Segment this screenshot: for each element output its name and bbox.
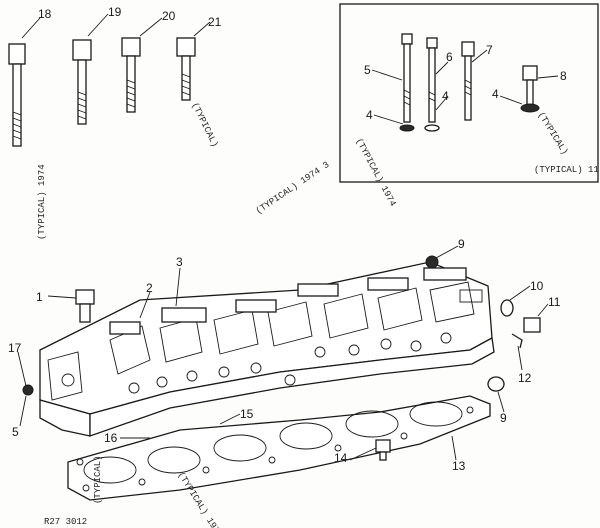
callout-3: 3: [176, 255, 183, 269]
bolt-18: [8, 43, 26, 147]
callout-17: 17: [8, 341, 22, 355]
callout-13: 13: [452, 459, 466, 473]
leader-19: [87, 13, 109, 37]
leader-8: [537, 75, 559, 79]
callout-5-lower: 5: [12, 425, 19, 439]
bolt-19: [72, 39, 92, 125]
inset-bolt-6: [424, 37, 440, 132]
leader-10: [509, 285, 531, 301]
callout-16: 16: [104, 431, 118, 445]
callout-20: 20: [162, 9, 176, 23]
note-inset-right: (TYPICAL) 11: [534, 165, 599, 175]
callout-19: 19: [108, 5, 122, 19]
part-1-fitting: [75, 289, 95, 323]
part-9-plug-side: [487, 376, 505, 392]
leader-13: [451, 435, 457, 461]
leader-3: [175, 267, 181, 307]
part-11-plug: [523, 317, 541, 333]
leader-7: [471, 49, 488, 63]
leader-5-lower: [19, 395, 27, 427]
inset-bolt-7: [461, 41, 475, 121]
leader-17: [17, 351, 27, 387]
callout-4-inset-a: 4: [366, 108, 373, 122]
bolt-21: [176, 37, 196, 101]
callout-15: 15: [240, 407, 254, 421]
leader-1: [47, 295, 77, 299]
callout-11: 11: [548, 295, 561, 309]
leader-15: [219, 413, 241, 425]
leader-4c: [499, 95, 523, 105]
callout-4-inset-c: 4: [492, 87, 499, 101]
part-10-washer: [500, 299, 514, 317]
cylinder-head: [39, 261, 495, 437]
leader-20: [139, 17, 163, 37]
note-inset-rotated: (TYPICAL) 1974: [353, 137, 397, 208]
part-17-nut: [22, 384, 34, 396]
note-bolt-8: (TYPICAL): [535, 110, 569, 157]
part-12-clip: [511, 333, 523, 349]
callout-9-top: 9: [458, 237, 465, 251]
callout-8-inset: 8: [560, 69, 567, 83]
callout-1: 1: [36, 290, 43, 304]
head-gasket: [67, 395, 491, 501]
leader-6: [435, 61, 449, 75]
note-upper-left: (TYPICAL) 1974: [37, 164, 47, 240]
part-14-dowel: [375, 439, 391, 461]
callout-21: 21: [208, 15, 222, 29]
inset-frame: [339, 3, 599, 183]
note-bolt-21: (TYPICAL): [189, 101, 219, 149]
callout-9-side: 9: [500, 411, 507, 425]
leader-4a: [373, 114, 404, 125]
callout-2: 2: [146, 281, 153, 295]
bolt-20: [121, 37, 141, 113]
callout-10: 10: [530, 279, 544, 293]
leader-4b: [435, 95, 449, 111]
leader-14: [349, 447, 377, 461]
leader-9-side: [497, 391, 505, 413]
note-lower-left: (TYPICAL): [93, 455, 103, 504]
leader-9-top: [435, 245, 459, 259]
leader-18: [21, 17, 41, 39]
callout-4-inset-b: 4: [442, 89, 449, 103]
note-center: (TYPICAL) 1974 3: [254, 160, 331, 217]
callout-5-inset: 5: [364, 63, 371, 77]
leader-5: [371, 69, 403, 81]
callout-14: 14: [334, 451, 348, 465]
inset-bolt-8: [520, 65, 540, 113]
leader-12: [517, 345, 523, 371]
callout-7-inset: 7: [486, 43, 493, 57]
inset-bolt-5: [399, 33, 415, 132]
leader-2: [139, 291, 151, 319]
figure-id: R27 3012: [44, 517, 87, 527]
part-9-plug-top: [425, 255, 439, 269]
leader-11: [537, 303, 549, 317]
callout-18: 18: [38, 7, 52, 21]
callout-12: 12: [518, 371, 532, 385]
leader-21: [193, 21, 211, 37]
callout-6-inset: 6: [446, 50, 453, 64]
